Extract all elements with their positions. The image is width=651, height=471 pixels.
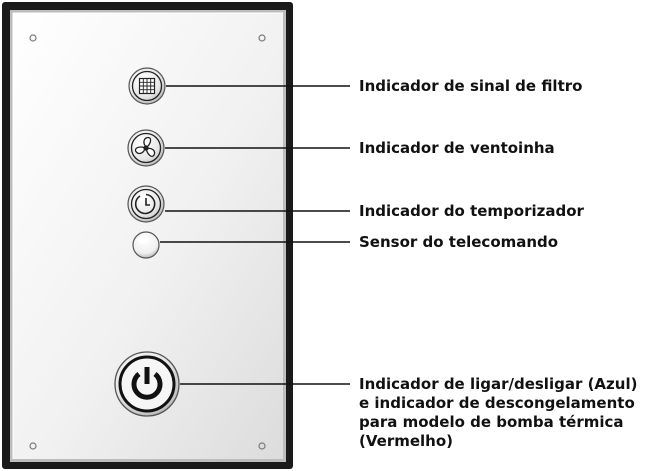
screw-hole-top-right (258, 34, 266, 42)
screw-hole-top-left (29, 34, 37, 42)
screw-hole-bottom-right (258, 442, 266, 450)
label-timer-indicator: Indicador do temporizador (359, 202, 584, 220)
fan-icon (127, 129, 165, 167)
label-power-indicator: Indicador de ligar/desligar (Azul) e ind… (359, 375, 638, 450)
remote-sensor-window (132, 231, 160, 259)
leader-lines (160, 85, 350, 385)
label-fan-indicator: Indicador de ventoinha (359, 139, 555, 157)
screw-hole-bottom-left (29, 442, 37, 450)
timer-icon (127, 185, 165, 223)
filter-grid-icon (128, 67, 166, 105)
power-icon (114, 351, 180, 417)
label-remote-sensor: Sensor do telecomando (359, 233, 559, 251)
label-filter-indicator: Indicador de sinal de filtro (359, 77, 583, 95)
